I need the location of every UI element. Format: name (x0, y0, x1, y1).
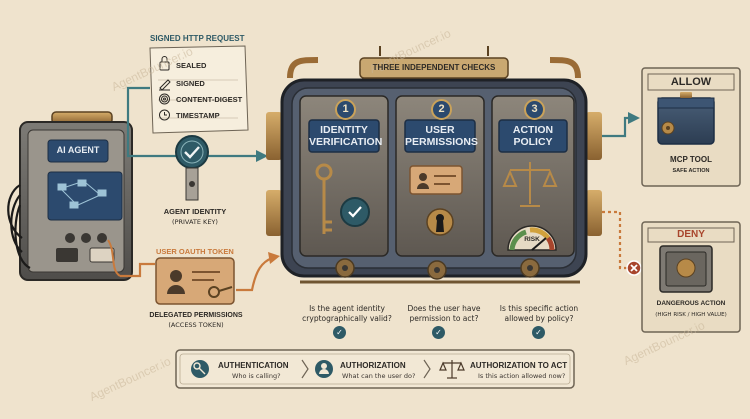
agent-screen (47, 171, 123, 221)
check-title-line: PERMISSIONS (405, 136, 478, 148)
check-title-line: POLICY (513, 136, 553, 148)
check-question-1: Is the agent identity cryptographically … (302, 304, 392, 323)
signed-request-title: SIGNED HTTP REQUEST (150, 34, 245, 43)
allow-title: MCP TOOL (670, 155, 712, 164)
check-title-line: VERIFICATION (309, 136, 383, 148)
agent-identity-seal (175, 135, 209, 201)
legend-sub: Who is calling? (232, 372, 281, 380)
clock-icon (159, 109, 170, 121)
check-title-line: USER (425, 124, 455, 136)
scales-legend-icon (439, 360, 465, 379)
deny-label: DENY (677, 229, 705, 240)
brass-key-icon (315, 163, 333, 234)
legend-bar (175, 349, 575, 389)
check-ok-icon: ✓ (532, 326, 545, 339)
deny-sub: (HIGH RISK / HIGH VALUE) (655, 312, 727, 318)
deny-connector (602, 210, 628, 270)
fingerprint-icon (159, 93, 170, 105)
deny-x-icon (626, 260, 642, 276)
id-card-icon (409, 165, 463, 195)
legend-sub: Is this action allowed now? (478, 372, 566, 380)
request-item-label: CONTENT-DIGEST (176, 95, 243, 104)
arrow-to-machine (256, 150, 268, 162)
user-icon (315, 360, 333, 378)
user-token-card-sub: (ACCESS TOKEN) (168, 321, 224, 329)
risk-gauge (507, 225, 557, 251)
allow-sub: SAFE ACTION (672, 168, 710, 174)
teal-connector (126, 86, 258, 158)
legend-title: AUTHORIZATION TO ACT (470, 361, 568, 370)
three-checks-machine (266, 46, 602, 284)
pen-icon (159, 79, 171, 91)
user-token-card-title: DELEGATED PERMISSIONS (149, 312, 243, 319)
check-title-line: IDENTITY (320, 124, 368, 136)
signed-request-paper (149, 45, 249, 134)
check-number-1: 1 (335, 99, 356, 120)
legend-sub: What can the user do? (342, 372, 416, 380)
check-title-line: ACTION (512, 124, 554, 136)
check-ok-icon: ✓ (432, 326, 445, 339)
mcp-tool-chest (657, 92, 715, 145)
machine-banner (359, 57, 509, 79)
orange-connector (120, 256, 273, 292)
check-question-2: Does the user have permission to act? (407, 304, 481, 323)
panel-seal-icon (340, 197, 370, 227)
keyhole-icon (426, 208, 454, 236)
lock-icon (159, 56, 170, 71)
request-item-label: SEALED (176, 61, 207, 70)
check-number-2: 2 (431, 99, 452, 120)
allow-connector (602, 116, 630, 138)
request-item-label: TIMESTAMP (176, 111, 220, 120)
check-ok-icon: ✓ (333, 326, 346, 339)
ai-agent-label: AI AGENT (56, 145, 100, 155)
ai-agent-robot (7, 111, 133, 281)
scales-icon (502, 162, 558, 207)
user-token-card (155, 257, 235, 305)
machine-banner-text: THREE INDEPENDENT CHECKS (372, 63, 496, 72)
legend-title: AUTHORIZATION (340, 361, 406, 370)
check-question-3: Is this specific action allowed by polic… (499, 304, 579, 323)
safe-icon (659, 245, 713, 293)
check-number-3: 3 (524, 99, 545, 120)
deny-title: DANGEROUS ACTION (656, 300, 726, 307)
key-icon (191, 360, 209, 378)
agent-identity-sub: (PRIVATE KEY) (172, 218, 218, 226)
request-item-label: SIGNED (176, 79, 205, 88)
agent-identity-title: AGENT IDENTITY (163, 207, 227, 216)
risk-gauge-label: RISK (524, 236, 540, 243)
legend-title: AUTHENTICATION (218, 361, 289, 370)
user-token-title: USER OAUTH TOKEN (156, 247, 234, 256)
arrow-user-to-machine (268, 252, 280, 264)
allow-label: ALLOW (670, 76, 712, 88)
